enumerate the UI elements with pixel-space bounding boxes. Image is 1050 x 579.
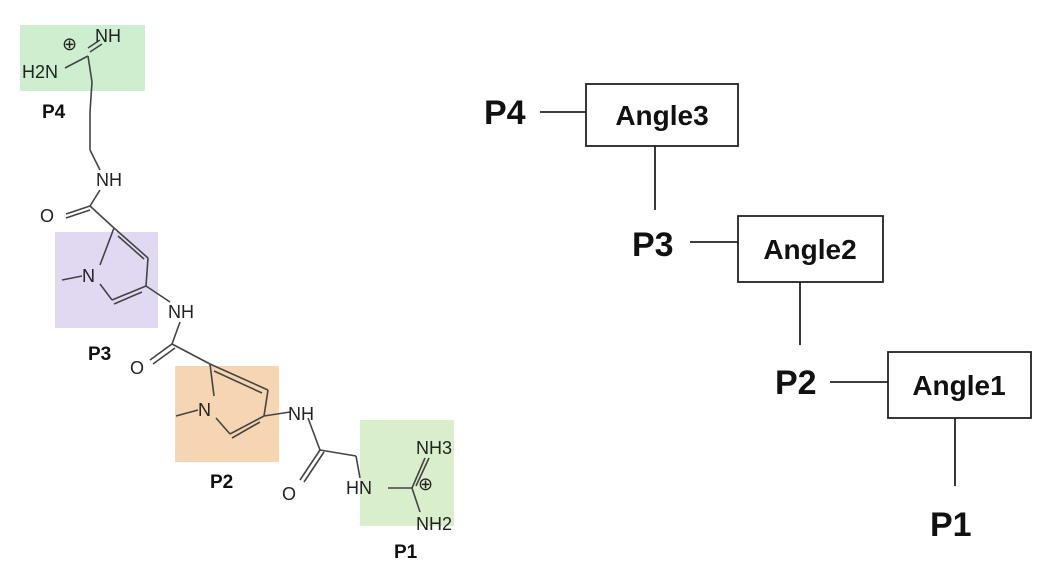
atom-nh-top: NH	[95, 26, 121, 46]
atom-o-3: O	[282, 484, 296, 504]
atom-nh-ring2: NH	[288, 404, 314, 424]
molecule-atoms: NH ⊕ H2N NH O N NH O N NH O HN ⊕ NH3 NH2	[22, 26, 452, 534]
region-label-p3: P3	[88, 344, 111, 365]
atom-nh3: NH3	[416, 438, 452, 458]
tree-node-p3: P3	[632, 226, 674, 264]
atom-nh-ring1: NH	[168, 302, 194, 322]
region-label-p1: P1	[394, 542, 418, 563]
region-label-p4: P4	[42, 102, 66, 123]
atom-o-1: O	[40, 206, 54, 226]
atom-nh-linker: NH	[96, 170, 122, 190]
atom-n-1: N	[82, 266, 95, 286]
atom-o-2: O	[130, 358, 144, 378]
angle2-box	[737, 215, 884, 283]
angle-tree: P4 Angle3 P3 Angle2 P2 Angle1 P1	[484, 83, 1032, 544]
atom-nh2: NH2	[416, 514, 452, 534]
tree-node-p2: P2	[775, 364, 817, 402]
angle3-box	[585, 83, 739, 147]
atom-hn-guan: HN	[346, 478, 372, 498]
charge-symbol: ⊕	[418, 474, 433, 494]
tree-leaf-p1: P1	[930, 506, 972, 544]
angle1-box	[887, 351, 1032, 419]
atom-h2n: H2N	[22, 62, 58, 82]
angle1-label: Angle1	[912, 370, 1005, 401]
angle2-label: Angle2	[763, 234, 856, 265]
angle3-label: Angle3	[615, 100, 708, 131]
region-label-p2: P2	[210, 472, 233, 493]
molecule-bonds	[61, 39, 430, 513]
region-p2	[175, 366, 279, 462]
charge-symbol: ⊕	[62, 34, 77, 54]
tree-node-p4: P4	[484, 94, 526, 132]
atom-n-2: N	[198, 400, 211, 420]
region-p1	[360, 420, 454, 526]
region-labels: P4 P3 P2 P1	[42, 102, 418, 563]
